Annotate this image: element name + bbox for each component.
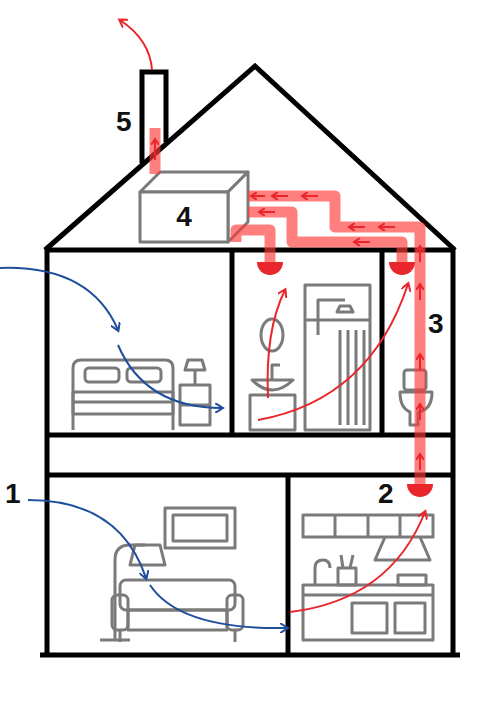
exhaust-arrow [120, 20, 152, 70]
callout-number: 4 [176, 203, 192, 231]
ventilation-unit: 4 [140, 192, 228, 242]
callout-number: 2 [378, 480, 394, 508]
supply-air-arrow [0, 268, 287, 628]
callout-number: 3 [428, 310, 444, 338]
callout-number: 5 [116, 108, 132, 136]
house-outline [40, 66, 460, 655]
extract-duct [155, 128, 420, 486]
extract-air-arrow [258, 284, 425, 612]
extract-vent [257, 262, 433, 497]
furniture-icons [73, 285, 433, 642]
callout-number: 1 [5, 480, 21, 508]
duct-flow-arrows [155, 140, 420, 470]
